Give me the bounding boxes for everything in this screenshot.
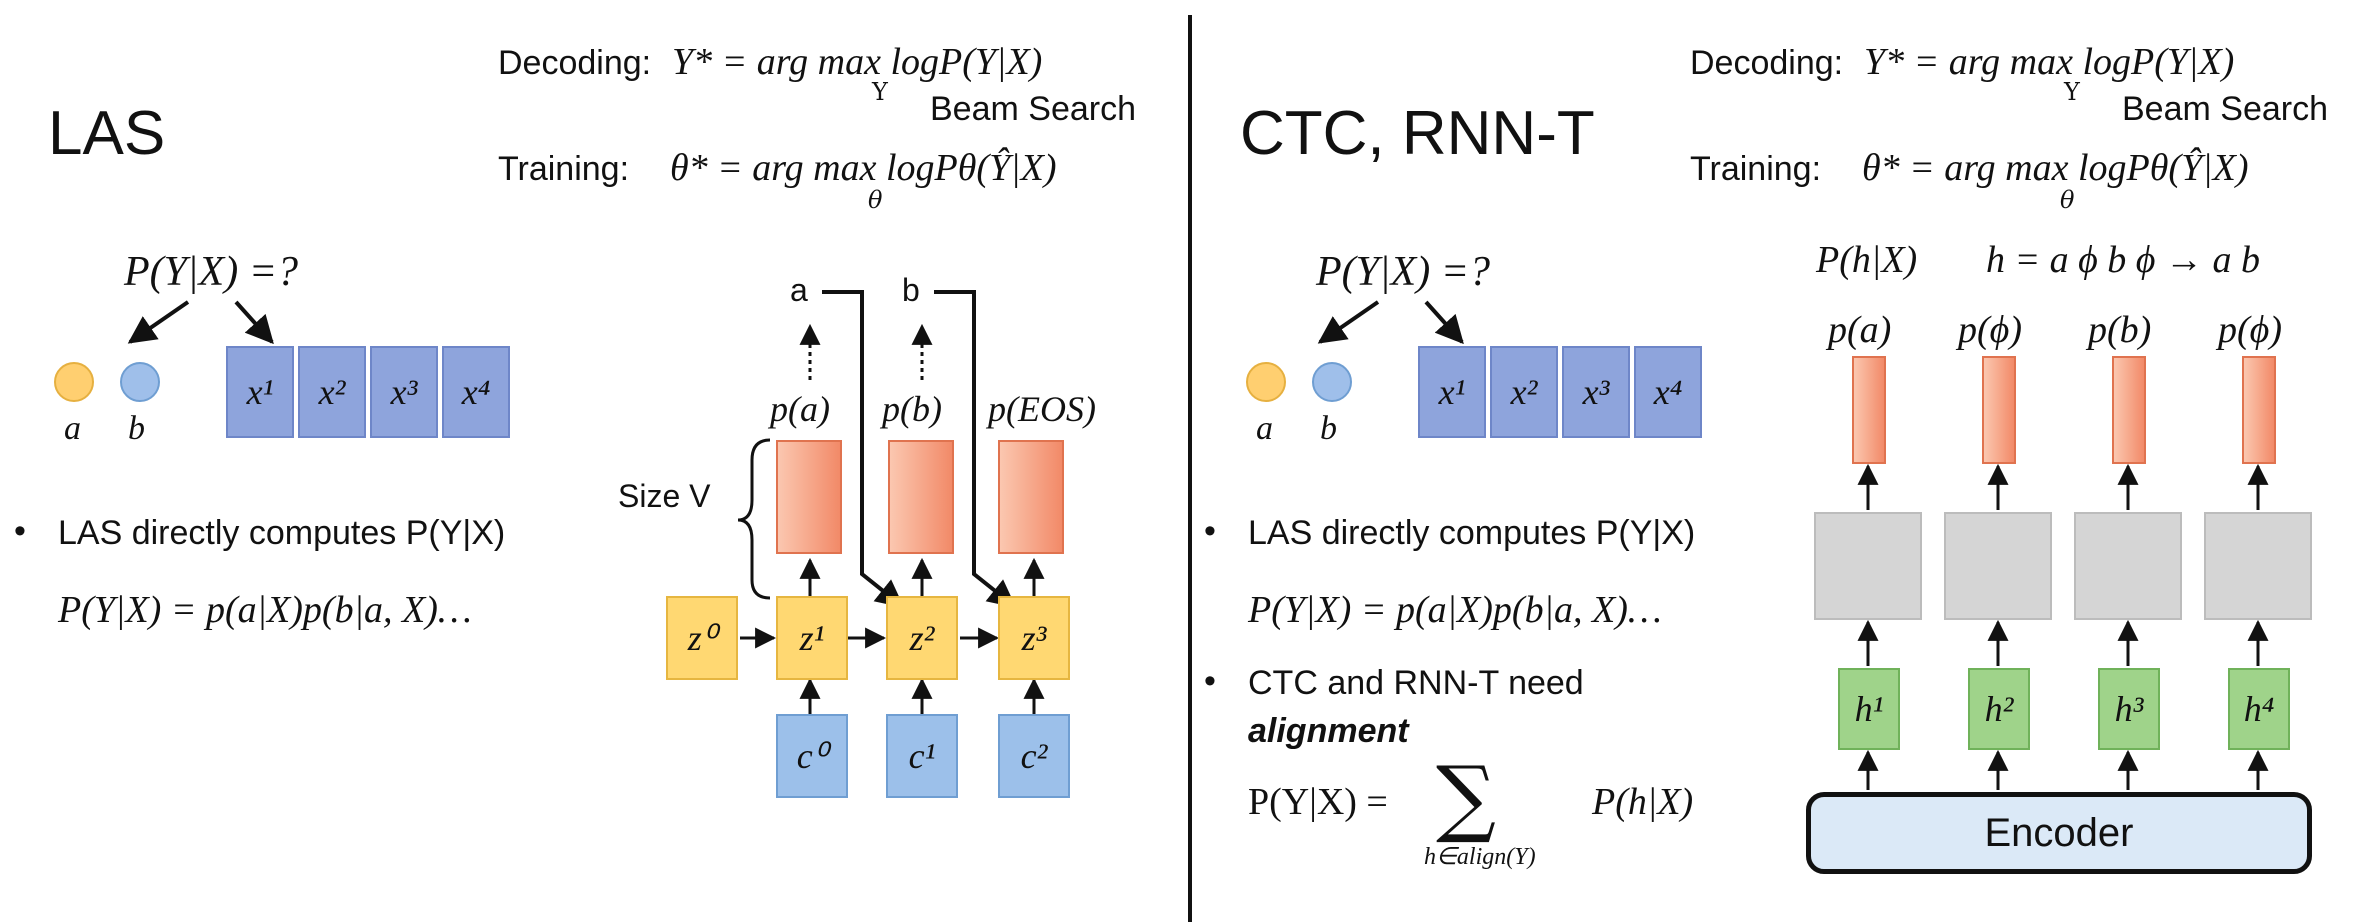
- z-box-1: z¹: [776, 596, 848, 680]
- right-eq-2-left: P(Y|X) =: [1248, 781, 1388, 823]
- size-brace: [737, 438, 771, 600]
- arrow-to-a: [127, 300, 190, 344]
- ctc-prob-1: p(a): [1828, 309, 1892, 351]
- x-box-4: x⁴: [442, 346, 510, 438]
- left-training-formula: θ* = arg max logPθ(Ŷ|X): [670, 147, 1057, 189]
- x-box-2: x²: [298, 346, 366, 438]
- prob-eos-label: p(EOS): [988, 389, 1096, 429]
- z-box-2: z²: [886, 596, 958, 680]
- right-bullet-dot-2: •: [1204, 662, 1216, 700]
- right-title: CTC, RNN-T: [1240, 99, 1595, 168]
- prob-a-label: p(a): [770, 389, 830, 429]
- ctc-output-box-4: [2242, 356, 2276, 464]
- x-box-1: x¹: [226, 346, 294, 438]
- left-title: LAS: [48, 99, 166, 168]
- c-box-0: c⁰: [776, 714, 848, 798]
- right-circle-b-label: b: [1320, 410, 1337, 447]
- arrow-to-x1: [234, 300, 274, 345]
- ctc-hidden-box-2: [1944, 512, 2052, 620]
- h-equation: h = a ϕ b ϕ → a b: [1986, 239, 2260, 281]
- ctc-prob-4: p(ϕ): [2218, 309, 2282, 351]
- h-box-4: h⁴: [2228, 668, 2290, 750]
- left-eq-1: P(Y|X) = p(a|X)p(b|a, X)…: [58, 589, 472, 631]
- c-box-1: c¹: [886, 714, 958, 798]
- right-x-box-1: x¹: [1418, 346, 1486, 438]
- left-beam-search: Beam Search: [930, 90, 1136, 128]
- ctc-prob-2: p(ϕ): [1958, 309, 2022, 351]
- right-training-formula: θ* = arg max logPθ(Ŷ|X): [1862, 147, 2249, 189]
- right-eq-2-sum: ∑: [1436, 748, 1496, 846]
- encoder-box: Encoder: [1806, 792, 2312, 874]
- left-training-label: Training:: [498, 150, 630, 188]
- right-x-box-3: x³: [1562, 346, 1630, 438]
- left-training-sub: θ: [868, 186, 883, 214]
- right-x-box-4: x⁴: [1634, 346, 1702, 438]
- circle-b-icon: [120, 362, 160, 402]
- right-decoding-sub: Y: [2064, 78, 2080, 106]
- right-bullet-1: LAS directly computes P(Y|X): [1248, 514, 1696, 552]
- ph-label: P(h|X): [1816, 239, 1918, 281]
- right-eq-1: P(Y|X) = p(a|X)p(b|a, X)…: [1248, 589, 1662, 631]
- right-decoding-formula: Y* = arg max logP(Y|X): [1864, 41, 2235, 83]
- left-decoding-label: Decoding:: [498, 44, 652, 82]
- output-box-1: [776, 440, 842, 554]
- ctc-hidden-box-4: [2204, 512, 2312, 620]
- c-box-2: c²: [998, 714, 1070, 798]
- right-circle-b-icon: [1312, 362, 1352, 402]
- right-eq-2-right: P(h|X): [1592, 781, 1694, 823]
- out-a-label: a: [790, 272, 808, 308]
- prob-b-label: p(b): [882, 389, 942, 429]
- right-bullet-2-bold: alignment: [1248, 712, 1409, 750]
- right-x-box-2: x²: [1490, 346, 1558, 438]
- left-bullet-1: LAS directly computes P(Y|X): [58, 514, 506, 552]
- ctc-hidden-box-1: [1814, 512, 1922, 620]
- right-training-label: Training:: [1690, 150, 1822, 188]
- h-box-1: h¹: [1838, 668, 1900, 750]
- left-decoding-sub: Y: [872, 78, 888, 106]
- left-bullet-dot: •: [14, 512, 26, 550]
- z-box-3: z³: [998, 596, 1070, 680]
- left-decoding-formula: Y* = arg max logP(Y|X): [672, 41, 1043, 83]
- ctc-output-box-1: [1852, 356, 1886, 464]
- ctc-hidden-box-3: [2074, 512, 2182, 620]
- circle-a-label: a: [64, 410, 81, 447]
- output-box-3: [998, 440, 1064, 554]
- right-question: P(Y|X) =?: [1316, 249, 1491, 295]
- x-box-3: x³: [370, 346, 438, 438]
- right-decoding-label: Decoding:: [1690, 44, 1844, 82]
- ctc-output-box-2: [1982, 356, 2016, 464]
- right-beam-search: Beam Search: [2122, 90, 2328, 128]
- left-question: P(Y|X) =?: [124, 249, 299, 295]
- ctc-output-box-3: [2112, 356, 2146, 464]
- right-circle-a-label: a: [1256, 410, 1273, 447]
- output-box-2: [888, 440, 954, 554]
- circle-b-label: b: [128, 410, 145, 447]
- right-circle-a-icon: [1246, 362, 1286, 402]
- size-v-label: Size V: [618, 478, 711, 514]
- right-bullet-dot-1: •: [1204, 512, 1216, 550]
- h-box-3: h³: [2098, 668, 2160, 750]
- ctc-prob-3: p(b): [2088, 309, 2152, 351]
- h-box-2: h²: [1968, 668, 2030, 750]
- circle-a-icon: [54, 362, 94, 402]
- right-training-sub: θ: [2060, 186, 2075, 214]
- z-box-0: z⁰: [666, 596, 738, 680]
- right-eq-2-sub: h∈align(Y): [1424, 844, 1536, 870]
- right-bullet-2: CTC and RNN-T need: [1248, 664, 1584, 702]
- out-b-label: b: [902, 272, 920, 308]
